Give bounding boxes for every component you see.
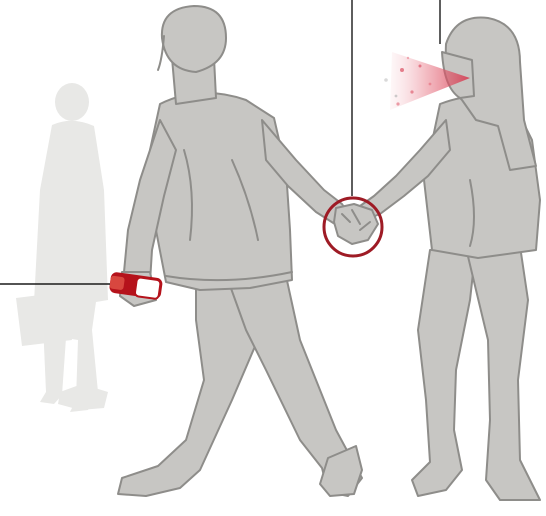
background-pedestrian xyxy=(16,83,108,412)
woman-figure xyxy=(360,18,540,500)
held-object xyxy=(109,271,163,299)
man-figure xyxy=(118,6,362,496)
joined-hands xyxy=(334,204,378,244)
